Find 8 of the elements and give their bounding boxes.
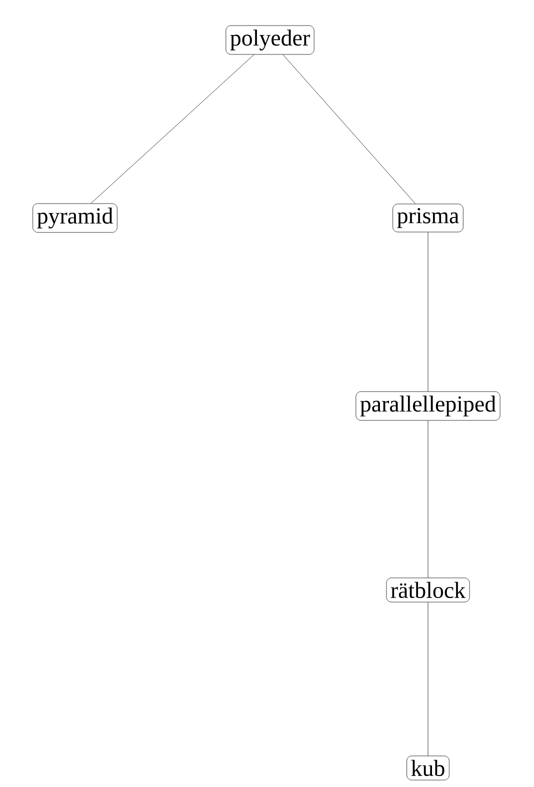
term-box: prisma [392,204,464,232]
term-box: kub [406,756,450,780]
connector-line [90,54,254,204]
term-box: polyeder [226,25,314,55]
connector-line [282,54,416,204]
term-box: parallellepiped [356,391,500,421]
term-box: rätblock [386,578,470,602]
term-box: pyramid [32,203,118,233]
